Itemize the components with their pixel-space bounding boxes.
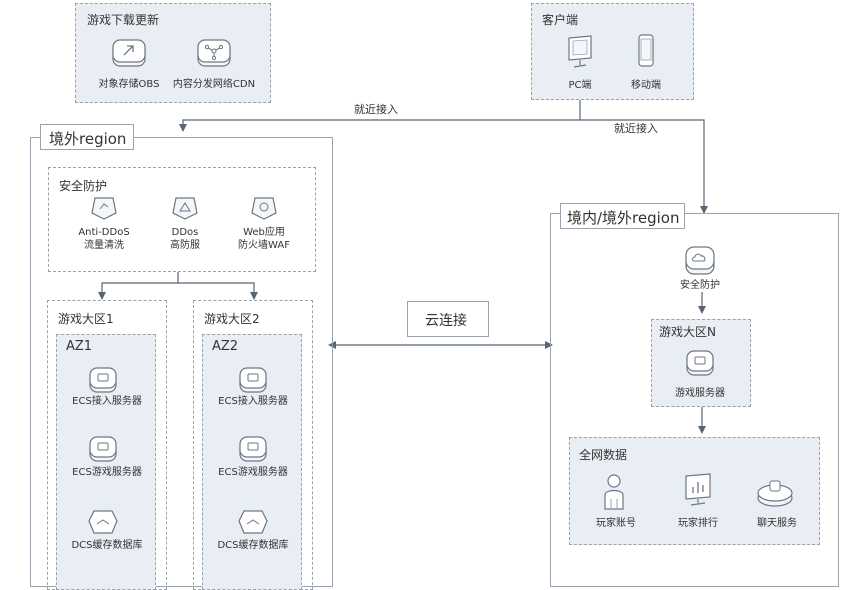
domestic-region-title: 境内/境外region	[567, 209, 680, 227]
ecs-access-server-icon[interactable]	[237, 365, 269, 395]
ddos-shield-icon[interactable]	[170, 193, 200, 221]
ecs-game-label-2: ECS游戏服务器	[218, 467, 288, 478]
domestic-region-tab	[560, 203, 685, 229]
anti-ddos-shield-icon[interactable]	[89, 193, 119, 221]
game-download-group	[75, 3, 271, 103]
pc-monitor-icon[interactable]	[565, 34, 595, 70]
cloud-connect-label: 云连接	[425, 313, 467, 329]
chat-service-icon[interactable]	[755, 478, 795, 510]
nearby-access-label-1: 就近接入	[354, 103, 398, 116]
cloud-connect-box	[407, 301, 489, 337]
game-zone-n-title: 游戏大区N	[659, 325, 716, 339]
overseas-region-tab	[40, 124, 134, 150]
obs-label: 对象存储OBS	[98, 79, 160, 90]
security-to-zones-line	[98, 272, 179, 300]
ecs-access-label-1: ECS接入服务器	[72, 396, 142, 407]
game-server-label: 游戏服务器	[675, 388, 725, 399]
ecs-game-label-1: ECS游戏服务器	[72, 467, 142, 478]
overseas-region-title: 境外region	[49, 130, 127, 148]
ecs-game-server-icon[interactable]	[237, 434, 269, 464]
domestic-security-label: 安全防护	[680, 280, 720, 291]
security-group	[48, 167, 316, 272]
ecs-game-server-icon[interactable]	[87, 434, 119, 464]
cdn-network-icon[interactable]	[195, 38, 233, 68]
waf-firewall-icon[interactable]	[249, 193, 279, 221]
player-account-icon[interactable]	[601, 473, 627, 511]
player-account-label: 玩家账号	[596, 518, 636, 529]
chat-service-label: 聊天服务	[757, 518, 797, 529]
game-zone-2-title: 游戏大区2	[204, 312, 260, 326]
nearby-access-left-arrow	[179, 119, 580, 132]
dcs-cache-db-icon[interactable]	[86, 507, 120, 537]
pc-label: PC端	[568, 80, 592, 91]
client-title: 客户端	[542, 13, 579, 27]
nearby-access-right-arrow	[580, 119, 708, 214]
game-server-icon[interactable]	[684, 348, 716, 378]
player-ranking-icon[interactable]	[682, 472, 714, 508]
ecs-access-label-2: ECS接入服务器	[218, 396, 288, 407]
dcs-label-1: DCS缓存数据库	[71, 540, 143, 551]
global-data-title: 全网数据	[579, 448, 628, 462]
az2-title: AZ2	[212, 339, 239, 354]
connector-lines	[98, 100, 708, 504]
game-download-title: 游戏下载更新	[87, 13, 160, 27]
waf-label: Web应用防火墙WAF	[238, 227, 290, 251]
security-cloud-icon[interactable]	[683, 244, 717, 276]
client-group	[531, 3, 694, 100]
cdn-label: 内容分发网络CDN	[172, 79, 256, 90]
az1-title: AZ1	[66, 339, 93, 354]
mobile-phone-icon[interactable]	[634, 33, 658, 69]
game-zone-1-title: 游戏大区1	[58, 312, 114, 326]
nearby-access-label-2: 就近接入	[614, 122, 658, 135]
player-ranking-label: 玩家排行	[678, 518, 718, 529]
mobile-label: 移动端	[631, 80, 661, 91]
obs-upload-icon[interactable]	[110, 38, 148, 68]
security-title: 安全防护	[59, 179, 108, 193]
ecs-access-server-icon[interactable]	[87, 365, 119, 395]
dcs-cache-db-icon[interactable]	[236, 507, 270, 537]
dcs-label-2: DCS缓存数据库	[217, 540, 289, 551]
